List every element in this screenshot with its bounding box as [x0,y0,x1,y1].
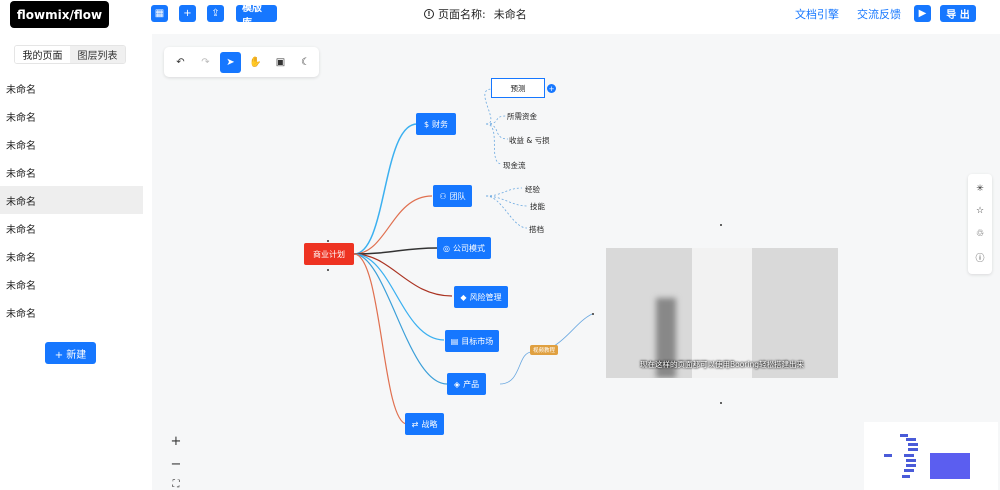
canvas-toolbar: ↶ ↷ ➤ ✋ ▣ ☾ [164,47,319,77]
zoom-out-icon[interactable]: − [170,456,182,472]
video-caption: 现在这样的页面都可以使用Booring轻松搭建出来 [639,360,804,369]
branch-node-risk[interactable]: ◆风险管理 [454,286,508,308]
help-icon[interactable]: ⓘ [975,253,985,264]
leaf-partners[interactable]: 搭档 [529,225,544,234]
leaf-forecast[interactable]: 预测 [491,78,545,98]
page-list-item-selected[interactable]: 未命名 [0,186,143,214]
page-list: 未命名 未命名 未命名 未命名 未命名 未命名 未命名 未命名 未命名 [0,74,143,326]
connector-dot [327,240,329,242]
phone-mockup [692,248,752,378]
page-name: ! 页面名称: 未命名 [424,6,527,22]
magic-icon[interactable]: ✳ [976,184,984,195]
page-list-item[interactable]: 未命名 [6,112,36,124]
redo-icon[interactable]: ↷ [201,56,210,68]
branch-node-business-model[interactable]: ◎公司模式 [437,237,491,259]
leaf-cashflow[interactable]: 现金流 [503,161,526,170]
theme-icon[interactable]: ♲ [975,228,985,239]
connector-dot [720,224,722,226]
template-library-button[interactable]: 模版库 [236,3,277,29]
star-icon[interactable]: ☆ [975,206,985,217]
top-bar: flowmix/flow ▦ + ⇪ 模版库 ! 页面名称: 未命名 文档引擎 … [0,0,1000,34]
app-logo[interactable]: flowmix/flow [10,1,109,28]
add-icon[interactable]: + [179,5,196,22]
page-name-label: 页面名称: [438,8,486,21]
docs-link[interactable]: 文档引擎 [795,8,839,21]
canvas[interactable]: ↶ ↷ ➤ ✋ ▣ ☾ 商业计划 $财务 ⚇团队 ◎公司模式 ◆风险管理 ▤目标… [152,34,1000,490]
fit-view-icon[interactable]: ⛶ [172,479,180,490]
export-button[interactable]: 导 出 [940,5,976,22]
branch-node-team[interactable]: ⚇团队 [433,185,472,207]
play-icon[interactable]: ▶ [914,5,931,22]
root-node[interactable]: 商业计划 [304,243,354,265]
branch-node-product[interactable]: ◈产品 [447,373,486,395]
video-tutorial-tag[interactable]: 视频教程 [530,345,559,355]
branch-node-finance[interactable]: $财务 [416,113,456,135]
connector-dot [720,402,722,404]
hand-icon[interactable]: ✋ [249,56,262,68]
minimap[interactable] [864,422,998,490]
upload-icon[interactable]: ⇪ [207,5,224,22]
page-list-item[interactable]: 未命名 [6,308,36,320]
leaf-skills[interactable]: 技能 [530,202,545,211]
page-list-item[interactable]: 未命名 [6,84,36,96]
minimap-graphic [884,434,970,479]
add-child-icon[interactable]: + [547,84,556,93]
grid-icon[interactable]: ▦ [151,5,168,22]
tab-layers[interactable]: 图层列表 [70,46,125,63]
right-toolbar: ✳ ☆ ♲ ⓘ [968,174,992,274]
risk-icon: ◆ [460,292,467,302]
connector-dot [592,313,594,315]
tab-my-pages[interactable]: 我的页面 [15,46,70,63]
page-list-item[interactable]: 未命名 [6,224,36,236]
leaf-funding[interactable]: 所需资金 [507,112,537,121]
select-icon[interactable]: ➤ [220,51,241,73]
zoom-controls: + − ⛶ [164,434,188,490]
sidebar-tabs: 我的页面 图层列表 [14,45,126,64]
product-icon: ◈ [453,379,461,389]
page-list-item[interactable]: 未命名 [6,252,36,264]
undo-icon[interactable]: ↶ [176,56,185,68]
market-icon: ▤ [450,336,459,346]
leaf-experience[interactable]: 经验 [525,185,540,194]
page-list-item[interactable]: 未命名 [6,168,36,180]
model-icon: ◎ [443,243,450,253]
page-list-item[interactable]: 未命名 [6,140,36,152]
video-preview[interactable]: 现在这样的页面都可以使用Booring轻松搭建出来 [606,248,838,378]
feedback-link[interactable]: 交流反馈 [857,8,901,21]
team-icon: ⚇ [439,191,447,201]
leaf-profit-loss[interactable]: 收益 & 亏损 [509,136,550,145]
zoom-in-icon[interactable]: + [170,434,182,449]
strategy-icon: ⇄ [411,419,419,429]
connector-dot [327,269,329,271]
new-page-button[interactable]: + 新建 [45,342,96,364]
sidebar: 我的页面 图层列表 未命名 未命名 未命名 未命名 未命名 未命名 未命名 未命… [0,34,152,490]
mindmap-edges [353,88,593,425]
page-list-item[interactable]: 未命名 [6,280,36,292]
page-name-value[interactable]: 未命名 [493,8,527,21]
video-figure [656,298,676,378]
lock-icon[interactable]: ▣ [275,56,286,68]
branch-node-strategy[interactable]: ⇄战略 [405,413,444,435]
dark-mode-icon[interactable]: ☾ [301,56,310,68]
finance-icon: $ [423,119,430,129]
info-icon: ! [424,9,434,19]
branch-node-market[interactable]: ▤目标市场 [445,330,499,352]
